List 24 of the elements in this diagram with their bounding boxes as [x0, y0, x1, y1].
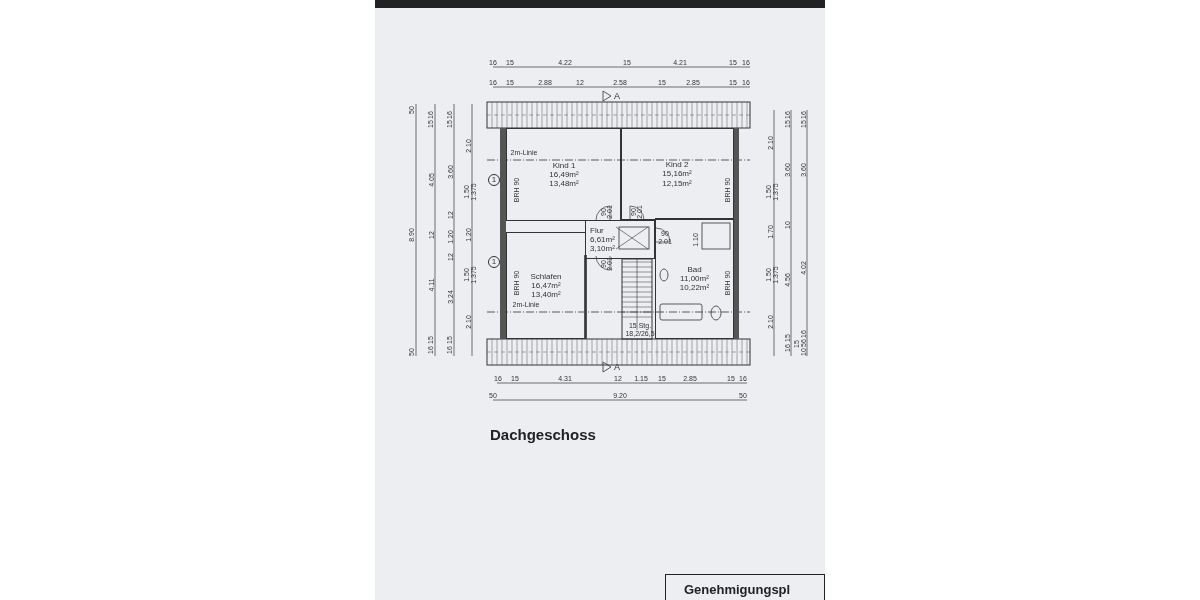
room-outline — [655, 218, 734, 339]
room-outline — [506, 232, 586, 339]
room-area: 12,15m² — [662, 178, 692, 188]
room-area: 15,16m² — [662, 169, 692, 179]
room-area: 16,47m² — [531, 280, 561, 291]
room-name: Kind 1 — [552, 160, 576, 170]
room-outline — [585, 220, 655, 259]
room-name: Bad — [687, 264, 702, 274]
section-letter: A — [614, 362, 620, 372]
section-letter: A — [614, 91, 620, 101]
room-name: Kind 2 — [665, 160, 689, 170]
room-area: 6,61m² — [590, 234, 615, 245]
room-area: 13,48m² — [549, 179, 579, 189]
room-name: Schlafen — [530, 271, 562, 281]
room-area: 10,22m² — [679, 283, 710, 293]
title-block-heading: Genehmigungspl — [665, 574, 825, 600]
drawing-title: Dachgeschoss — [490, 426, 596, 443]
room-area: 16,49m² — [549, 169, 579, 180]
room-area: 3,10m² — [590, 244, 615, 254]
room-outline — [620, 128, 734, 220]
room-outline — [506, 128, 622, 221]
room-area: 13,40m² — [531, 290, 561, 300]
room-area: 11,00m² — [680, 273, 709, 284]
room-name: Flur — [590, 225, 604, 235]
